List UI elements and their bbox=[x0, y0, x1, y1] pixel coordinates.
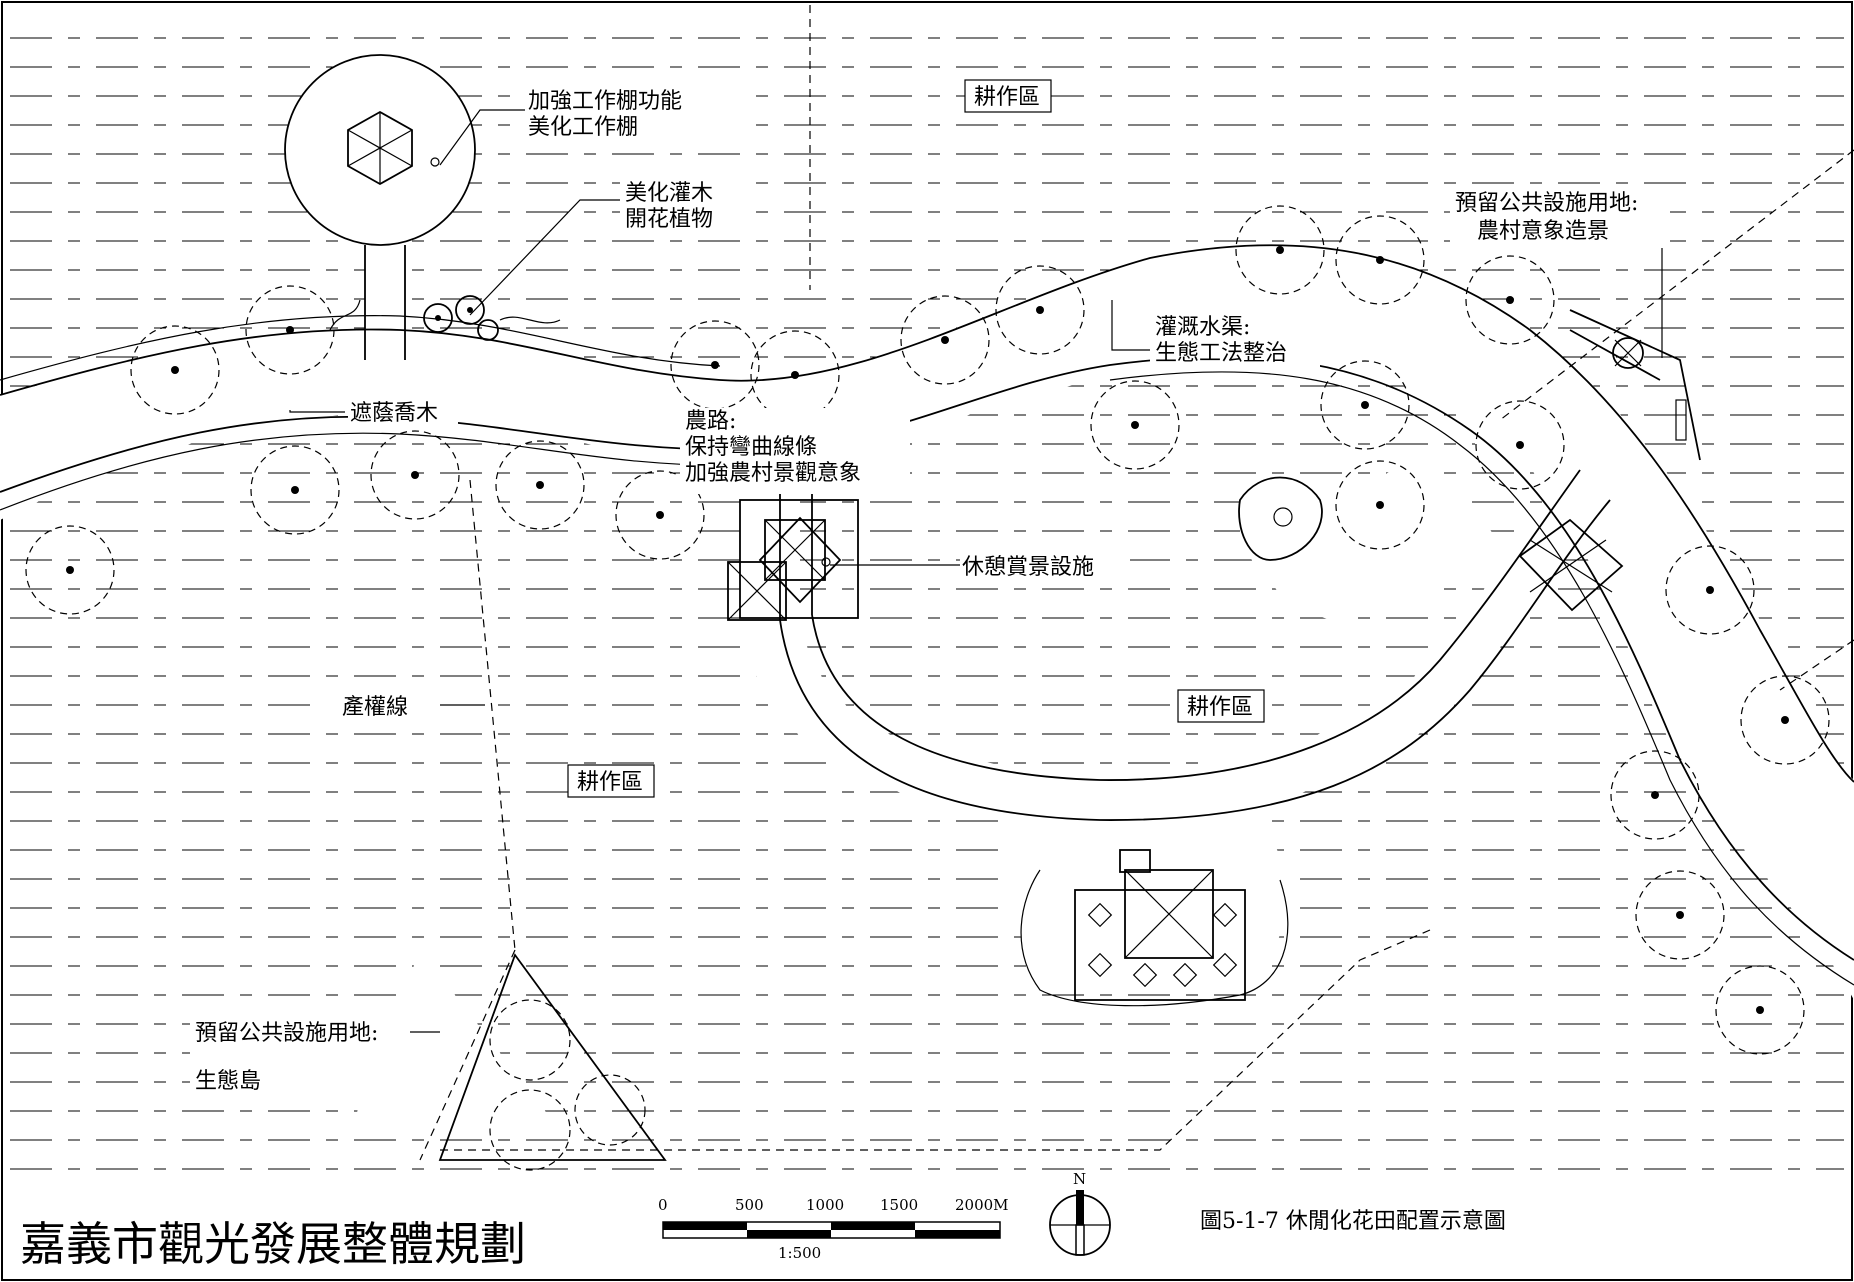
tree-trunk bbox=[711, 361, 719, 369]
scale-tick-1: 500 bbox=[735, 1196, 764, 1214]
tree-trunk bbox=[1036, 306, 1044, 314]
tree-canopy bbox=[615, 470, 705, 560]
tree-canopy bbox=[250, 445, 340, 535]
south-plaza bbox=[1020, 869, 1289, 1007]
pavilion-work-shed bbox=[284, 54, 476, 360]
north-arrow: N bbox=[1049, 1170, 1111, 1256]
reserve-bottom-label-2: 生態島 bbox=[195, 1069, 261, 1094]
tree-canopy bbox=[1740, 675, 1830, 765]
tree-trunk bbox=[1361, 401, 1369, 409]
tree-trunk bbox=[1756, 1006, 1764, 1014]
shrub-symbols bbox=[329, 295, 561, 341]
tree-trunk bbox=[1676, 911, 1684, 919]
tree-trunk bbox=[286, 326, 294, 334]
shade-tree-label: 遮蔭喬木 bbox=[350, 401, 438, 426]
shrub-label-1: 美化灌木 bbox=[625, 181, 713, 206]
tree-trunk bbox=[941, 336, 949, 344]
tree-trunk bbox=[1651, 791, 1659, 799]
tree-trunk bbox=[1276, 246, 1284, 254]
picnic-table bbox=[1212, 902, 1238, 928]
tree-canopy bbox=[25, 525, 115, 615]
tree-canopy bbox=[670, 320, 760, 410]
tree-trunk bbox=[1376, 256, 1384, 264]
reserve-top-label-2: 農村意象造景 bbox=[1477, 219, 1609, 244]
tree-canopy bbox=[1610, 750, 1700, 840]
property-line-label: 產權線 bbox=[342, 695, 408, 720]
farm-zone-center-label: 耕作區 bbox=[1187, 695, 1253, 720]
farm-zone-top-box bbox=[964, 79, 1052, 113]
tree-canopy bbox=[1335, 215, 1425, 305]
picnic-table bbox=[1087, 902, 1113, 928]
rest-viewing-facility bbox=[727, 499, 859, 621]
shrub-label-2: 開花植物 bbox=[625, 207, 713, 232]
right-viewpoint-facility bbox=[1238, 309, 1701, 612]
tree-trunk bbox=[1376, 501, 1384, 509]
property-line bbox=[419, 5, 811, 1161]
tree-canopy bbox=[245, 285, 335, 375]
pavilion-label-1: 加強工作棚功能 bbox=[528, 89, 682, 114]
figure-caption: 圖5-1-7 休閒化花田配置示意圖 bbox=[1200, 1209, 1506, 1234]
tree-trunk bbox=[1516, 441, 1524, 449]
rest-facility-label: 休憩賞景設施 bbox=[962, 555, 1094, 580]
scale-bar: 0 500 1000 1500 2000M 1:500 bbox=[658, 1196, 1009, 1262]
tree-trunk bbox=[411, 471, 419, 479]
farm-zone-center-box bbox=[1177, 689, 1265, 723]
canal-label-2: 生態工法整治 bbox=[1155, 341, 1287, 366]
picnic-table bbox=[1087, 952, 1113, 978]
tree-trunk bbox=[1131, 421, 1139, 429]
picnic-table bbox=[1132, 962, 1158, 988]
tree-canopy bbox=[1475, 400, 1565, 490]
north-label: N bbox=[1073, 1170, 1086, 1188]
tree-canopy bbox=[995, 265, 1085, 355]
southeast-boundary-line bbox=[440, 149, 1854, 1151]
tree-canopy bbox=[750, 330, 840, 420]
tree-canopy bbox=[1465, 255, 1555, 345]
road-label-3: 加強農村景觀意象 bbox=[685, 461, 861, 486]
road-label-2: 保持彎曲線條 bbox=[685, 435, 817, 460]
picnic-table bbox=[1212, 952, 1238, 978]
tree-trunk bbox=[171, 366, 179, 374]
tree-trunk bbox=[536, 481, 544, 489]
tree-canopy bbox=[130, 325, 220, 415]
tree-canopy bbox=[900, 295, 990, 385]
tree-canopy bbox=[1665, 545, 1755, 635]
farm-zone-left-box bbox=[567, 764, 655, 798]
scale-tick-0: 0 bbox=[658, 1196, 668, 1214]
tree-canopy bbox=[495, 440, 585, 530]
tree-trunk bbox=[791, 371, 799, 379]
loop-road bbox=[779, 469, 1611, 873]
farm-zone-top-label: 耕作區 bbox=[974, 85, 1040, 110]
tree-canopy bbox=[1635, 870, 1725, 960]
shade-trees bbox=[25, 205, 1830, 1055]
tree-canopy bbox=[370, 430, 460, 520]
tree-trunk bbox=[291, 486, 299, 494]
scale-ratio: 1:500 bbox=[778, 1244, 821, 1262]
eco-island bbox=[438, 953, 667, 1171]
tree-canopy bbox=[1715, 965, 1805, 1055]
tree-trunk bbox=[1706, 586, 1714, 594]
tree-canopy bbox=[1335, 460, 1425, 550]
scale-tick-2: 1000 bbox=[806, 1196, 844, 1214]
tree-canopy bbox=[1090, 380, 1180, 470]
picnic-table bbox=[1172, 962, 1198, 988]
canal-label-1: 灌溉水渠: bbox=[1155, 315, 1250, 340]
farm-zone-left-label: 耕作區 bbox=[577, 770, 643, 795]
tree-canopy bbox=[1235, 205, 1325, 295]
plan-title: 嘉義市觀光發展整體規劃 bbox=[20, 1217, 526, 1271]
scale-tick-3: 1500 bbox=[880, 1196, 918, 1214]
scale-tick-4: 2000M bbox=[955, 1196, 1009, 1214]
reserve-bottom-label-1: 預留公共設施用地: bbox=[195, 1021, 378, 1046]
tree-trunk bbox=[66, 566, 74, 574]
road-label-1: 農路: bbox=[685, 409, 736, 434]
tree-trunk bbox=[1781, 716, 1789, 724]
picnic-tables bbox=[1087, 902, 1238, 988]
tree-trunk bbox=[656, 511, 664, 519]
tree-trunk bbox=[1506, 296, 1514, 304]
tree-canopy bbox=[1320, 360, 1410, 450]
pavilion-label-2: 美化工作棚 bbox=[528, 115, 638, 140]
reserve-top-label-1: 預留公共設施用地: bbox=[1455, 191, 1638, 216]
